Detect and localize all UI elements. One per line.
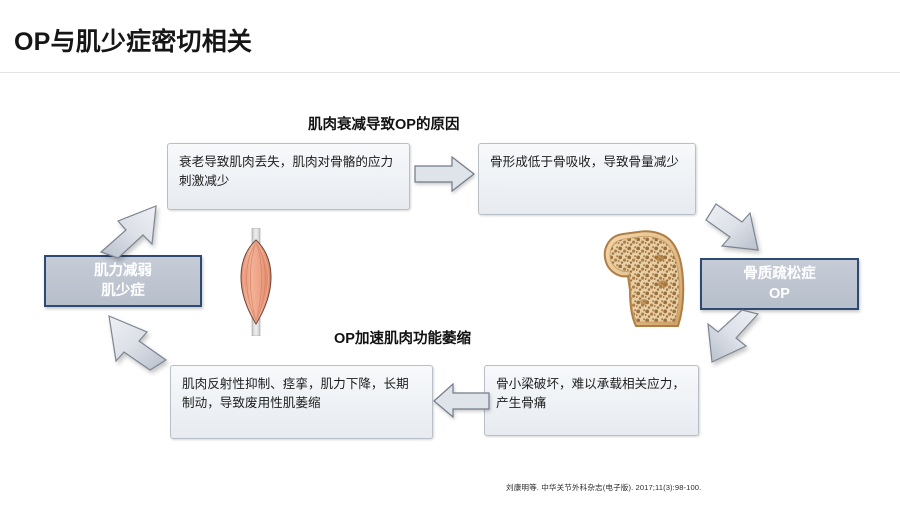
textbox-trabecular-damage: 骨小梁破坏，难以承载相关应力，产生骨痛	[484, 365, 699, 436]
femur-trabecular-bone-icon	[600, 228, 702, 332]
textbox-muscle-loss-cause: 衰老导致肌肉丢失，肌肉对骨骼的应力刺激减少	[167, 143, 410, 210]
node-sarcopenia-line1: 肌力减弱	[94, 263, 152, 279]
arrow-down-left-icon	[700, 308, 776, 374]
arrow-down-right-icon	[702, 198, 772, 264]
textbox-muscle-atrophy-effect: 肌肉反射性抑制、痉挛，肌力下降，长期制动，导致废用性肌萎缩	[170, 365, 433, 439]
node-osteoporosis-line1: 骨质疏松症	[743, 266, 816, 282]
node-sarcopenia: 肌力减弱 肌少症	[44, 255, 202, 307]
node-osteoporosis: 骨质疏松症 OP	[700, 258, 859, 310]
section-heading-top: 肌肉衰减导致OP的原因	[308, 117, 460, 133]
title-divider	[0, 72, 900, 73]
arrow-left-icon	[432, 382, 490, 419]
node-osteoporosis-line2: OP	[769, 286, 790, 302]
textbox-bone-formation-deficit: 骨形成低于骨吸收，导致骨量减少	[478, 143, 696, 215]
arrow-right-icon	[414, 155, 476, 193]
section-heading-bottom: OP加速肌肉功能萎缩	[334, 331, 471, 347]
source-citation: 刘康明等. 中华关节外科杂志(电子版). 2017;11(3):98-100.	[506, 483, 702, 492]
arrow-up-right-icon	[98, 200, 170, 262]
node-sarcopenia-line2: 肌少症	[101, 283, 145, 299]
page-title: OP与肌少症密切相关	[14, 28, 253, 56]
muscle-belly-icon	[227, 227, 285, 337]
arrow-up-left-icon	[100, 308, 174, 372]
